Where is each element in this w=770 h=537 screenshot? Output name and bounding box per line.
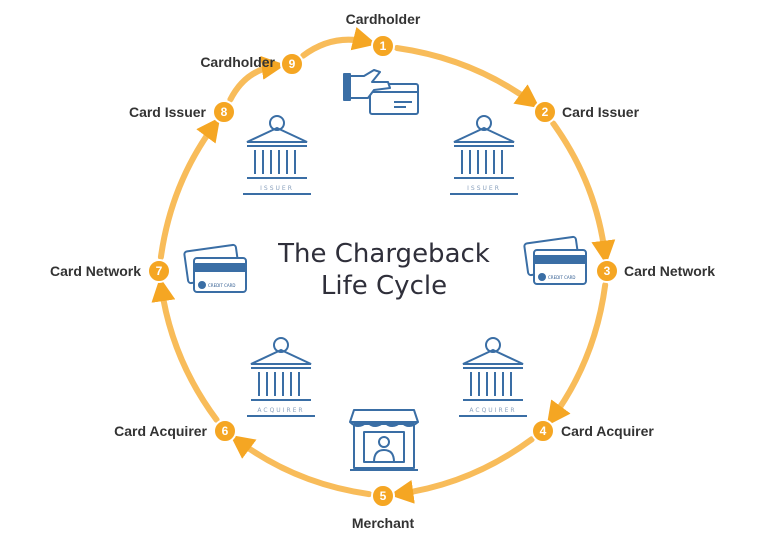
step-4: 4 Card Acquirer — [531, 419, 654, 443]
step-number: 9 — [289, 57, 296, 71]
step-number: 3 — [604, 264, 611, 278]
center-title: The Chargeback Life Cycle — [277, 239, 490, 301]
credit-card-icon-left: CREDIT CARD — [183, 243, 247, 293]
credit-card-icon-right: CREDIT CARD — [523, 235, 587, 285]
credit-card-caption: CREDIT CARD — [548, 275, 575, 280]
cycle-arrow — [300, 26, 377, 59]
step-number-badge — [280, 52, 304, 76]
step-label: Card Issuer — [129, 104, 207, 120]
step-6: 6 Card Acquirer — [114, 419, 237, 443]
cycle-arrow — [393, 45, 540, 109]
cycle-arrow — [389, 436, 535, 504]
step-number-badge — [595, 259, 619, 283]
step-9: 9 Cardholder — [200, 52, 304, 76]
step-label: Card Acquirer — [114, 423, 207, 439]
step-label: Card Issuer — [562, 104, 640, 120]
step-number-badge — [371, 484, 395, 508]
step-7: 7 Card Network — [50, 259, 171, 283]
merchant-store-icon — [349, 409, 419, 471]
issuer-caption: ISSUER — [467, 185, 501, 192]
step-number-badge — [213, 419, 237, 443]
cycle-arrows — [151, 26, 616, 504]
step-1: 1 Cardholder — [346, 11, 421, 58]
title-line-2: Life Cycle — [321, 271, 447, 301]
step-number-badge — [371, 34, 395, 58]
step-number: 2 — [542, 105, 549, 119]
credit-card-caption: CREDIT CARD — [208, 283, 235, 288]
step-number-badge — [533, 100, 557, 124]
step-number: 8 — [221, 105, 228, 119]
step-number: 1 — [380, 39, 387, 53]
step-number-badge — [531, 419, 555, 443]
acquirer-caption: ACQUIRER — [469, 407, 516, 414]
cycle-arrow — [227, 55, 286, 103]
step-number-badge — [147, 259, 171, 283]
step-8: 8 Card Issuer — [129, 100, 236, 124]
acquirer-caption: ACQUIRER — [257, 407, 304, 414]
step-number: 5 — [380, 489, 387, 503]
step-number: 4 — [540, 424, 547, 438]
issuer-bank-icon-right: ISSUER — [450, 115, 518, 195]
step-label: Cardholder — [346, 11, 421, 27]
issuer-caption: ISSUER — [260, 185, 294, 192]
step-3: 3 Card Network — [595, 259, 715, 283]
title-line-1: The Chargeback — [277, 239, 490, 269]
cycle-arrow — [151, 277, 220, 423]
acquirer-bank-icon-right: ACQUIRER — [459, 337, 527, 417]
acquirer-bank-icon-left: ACQUIRER — [247, 337, 315, 417]
cycle-arrow — [550, 120, 616, 265]
card-payment-icon — [343, 69, 419, 115]
step-label: Card Network — [624, 263, 715, 279]
step-number: 6 — [222, 424, 229, 438]
step-label: Cardholder — [200, 54, 275, 70]
cycle-arrow — [157, 117, 221, 261]
step-number: 7 — [156, 264, 163, 278]
step-number-badge — [212, 100, 236, 124]
issuer-bank-icon-left: ISSUER — [243, 115, 311, 195]
cycle-arrow — [546, 281, 609, 426]
step-label: Card Network — [50, 263, 141, 279]
step-label: Card Acquirer — [561, 423, 654, 439]
cycle-arrow — [230, 434, 373, 498]
step-label: Merchant — [352, 515, 415, 531]
step-2: 2 Card Issuer — [533, 100, 640, 124]
